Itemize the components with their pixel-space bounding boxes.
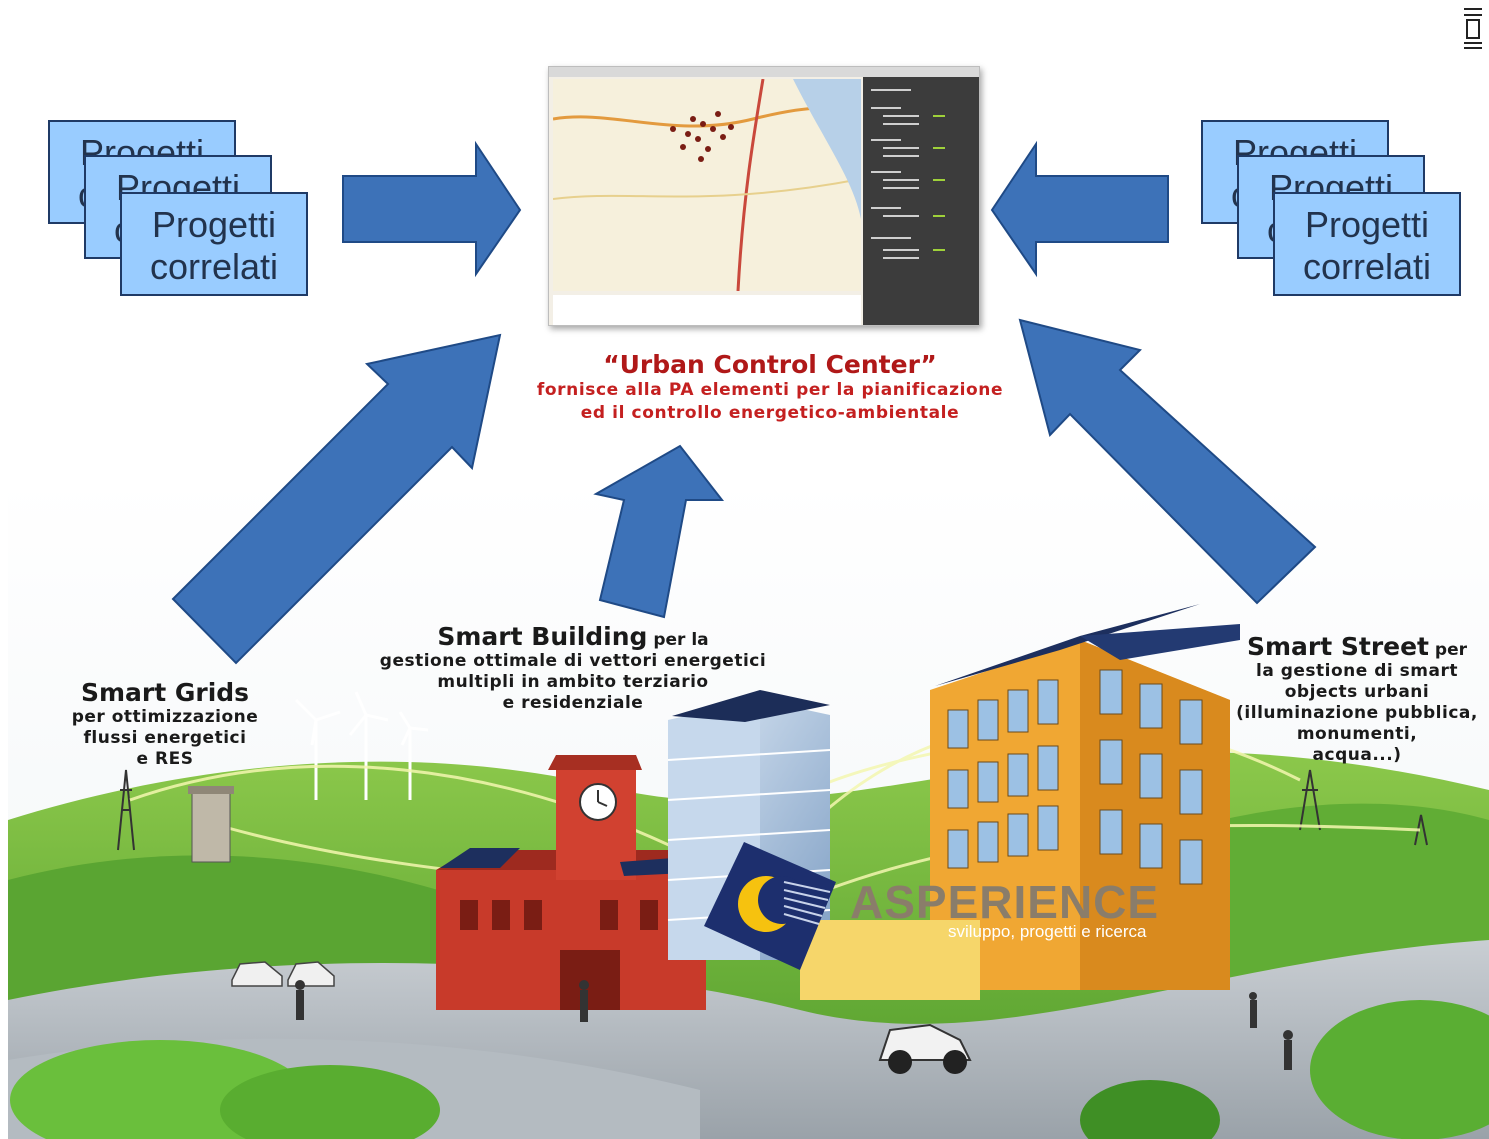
logo-name: ASPERIENCE xyxy=(850,876,1160,928)
smart-building-title: Smart Building xyxy=(437,622,648,651)
smart-street-caption: Smart Street per la gestione di smart ob… xyxy=(1226,632,1488,766)
asperience-logo-mark xyxy=(704,842,836,970)
card-label-line1: Progetti xyxy=(151,204,277,245)
smart-building-line3: e residenziale xyxy=(502,693,644,713)
asperience-logo: ASPERIENCE sviluppo, progetti e ricerca xyxy=(850,876,1160,941)
screenshot-charts xyxy=(553,295,861,325)
ucc-subtitle-line1: fornisce alla PA elementi per la pianifi… xyxy=(536,380,1004,400)
urban-control-center-screenshot xyxy=(548,66,980,326)
screenshot-titlebar xyxy=(549,67,979,77)
card-label-line2: correlati xyxy=(1302,246,1432,287)
smart-grids-caption: Smart Grids per ottimizzazione flussi en… xyxy=(60,678,270,770)
logo-tagline: sviluppo, progetti e ricerca xyxy=(948,922,1147,941)
card-label-line1: Progetti xyxy=(1304,204,1430,245)
ucc-title: “Urban Control Center” xyxy=(603,350,937,379)
arrow-smart-building xyxy=(593,444,725,619)
smart-street-line1: la gestione di smart xyxy=(1256,661,1458,681)
smart-grids-line2: flussi energetici xyxy=(83,728,247,748)
card-label-line2: correlati xyxy=(149,246,279,287)
smart-street-line2: objects urbani xyxy=(1284,682,1430,702)
smart-street-title-suffix: per xyxy=(1429,640,1468,660)
arrow-right-to-center xyxy=(990,140,1169,278)
arrow-smart-street xyxy=(1018,318,1317,605)
smart-building-line2: multipli in ambito terziario xyxy=(437,672,709,692)
smart-street-line3: (illuminazione pubblica, xyxy=(1236,703,1478,723)
arrow-left-to-center xyxy=(342,140,522,278)
smart-building-caption: Smart Building per la gestione ottimale … xyxy=(368,622,778,714)
smart-building-title-suffix: per la xyxy=(647,630,709,650)
arrow-smart-grids xyxy=(171,333,502,665)
smart-building-line1: gestione ottimale di vettori energetici xyxy=(379,651,767,671)
urban-control-center-caption: “Urban Control Center” fornisce alla PA … xyxy=(500,350,1040,425)
smart-grids-line1: per ottimizzazione xyxy=(71,707,259,727)
smart-street-line4: monumenti, xyxy=(1296,724,1418,744)
smart-street-line5: acqua...) xyxy=(1312,745,1402,765)
screenshot-map xyxy=(552,78,863,292)
smart-grids-title: Smart Grids xyxy=(80,678,250,707)
related-projects-card-front: Progetti correlati xyxy=(120,192,308,296)
smart-street-title: Smart Street xyxy=(1246,632,1430,661)
screenshot-side-panel xyxy=(863,77,979,325)
document-icon xyxy=(1462,6,1484,50)
ucc-subtitle-line2: ed il controllo energetico-ambientale xyxy=(580,403,960,423)
related-projects-card-front-right: Progetti correlati xyxy=(1273,192,1461,296)
smart-grids-line3: e RES xyxy=(136,749,194,769)
